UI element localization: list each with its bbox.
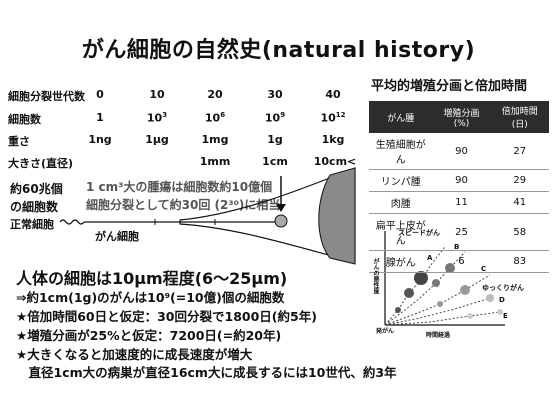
mini-chart-xlabel: 時間経過: [426, 332, 451, 339]
speed-slow-label: ゆっくりがん: [482, 284, 524, 292]
table-row: リンパ腫 90 29: [369, 169, 549, 192]
series-label-B: B: [454, 243, 460, 251]
tumor-note-line1: 1 cm³大の腫瘍は細胞数約10億個: [86, 180, 273, 194]
weight-value: 1ng: [88, 133, 112, 146]
series-line-E: [384, 311, 501, 326]
weight-value: 1g: [267, 133, 283, 146]
size-value: 1cm: [262, 155, 288, 168]
normal-cell-wave: [59, 219, 85, 225]
cell-count-value: 1012: [320, 111, 346, 125]
mini-chart-ylabel: がんの悪性度: [372, 258, 379, 294]
bottom-line: ★増殖分画が25%と仮定：7200日(=約20年): [16, 328, 282, 343]
series-line-A: [384, 246, 446, 326]
series-line-B: [384, 251, 466, 326]
series-label-A: A: [427, 254, 433, 262]
size-value: 10cm<: [313, 155, 357, 168]
generation-value: 40: [325, 88, 341, 101]
table-row: 生殖細胞がん 90 27: [369, 133, 549, 170]
rate-table-title: 平均的増殖分画と倍加時間: [371, 79, 528, 94]
row-label-size: 大きさ(直径): [8, 157, 74, 170]
cell-count-value: 109: [264, 111, 286, 125]
generation-value: 0: [96, 88, 104, 101]
rate-table-header: がん腫 増殖分画 (%) 倍加時間 (日): [369, 101, 549, 133]
mini-chart-origin: 発がん: [376, 328, 395, 335]
bottom-line: ★大きくなると加速度的に成長速度が増大: [16, 347, 253, 362]
total-cells-label: 約60兆個: [10, 182, 63, 196]
size-value: 1mm: [199, 155, 231, 168]
weight-value: 1μg: [145, 133, 169, 146]
header-cancer-type: がん腫: [369, 101, 433, 133]
series-line-C: [384, 274, 491, 326]
table-row: 扁平上皮がん 25 58: [369, 213, 549, 251]
row-label-weight: 重さ: [8, 135, 30, 148]
bottom-line: 直径1cm大の病巣が直径16cm大に成長するには10世代、約3年: [16, 365, 397, 380]
cell-count-value: 1: [96, 111, 104, 124]
header-growth-fraction: 増殖分画 (%): [432, 101, 491, 133]
bottom-line: ★倍加時間60日と仮定：30回分裂で1800日(約5年): [16, 309, 317, 324]
bottom-line: ⇒約1cm(1g)のがんは10⁹(=10億)個の細胞数: [16, 290, 285, 305]
series-label-D: D: [499, 296, 505, 304]
cancer-cell-label: がん細胞: [95, 230, 139, 243]
bottom-heading: 人体の細胞は10μm程度(6～25μm): [16, 269, 288, 288]
normal-cell-label: 正常細胞: [10, 218, 54, 231]
table-row: 肉腫 11 41: [369, 191, 549, 214]
row-label-generations: 細胞分裂世代数: [8, 90, 85, 103]
table-row: 腺がん 6 83: [369, 250, 549, 273]
series-label-C: C: [481, 265, 487, 273]
tumor-mass: [318, 167, 356, 265]
speed-fast-label: スピードがん: [398, 229, 440, 237]
rate-table: がん腫 増殖分画 (%) 倍加時間 (日) 生殖細胞がん 90 27 リンパ腫 …: [369, 101, 549, 273]
cell-count-value: 106: [204, 111, 226, 125]
weight-value: 1mg: [201, 133, 229, 146]
generation-value: 30: [267, 88, 283, 101]
weight-value: 1kg: [321, 133, 345, 146]
series-label-E: E: [503, 312, 508, 320]
header-doubling-time: 倍加時間 (日): [490, 101, 549, 133]
total-cells-label-2: の細胞数: [10, 200, 59, 214]
series-line-D: [384, 297, 491, 326]
tumor-note-line2: 細胞分裂として約30回 (2³⁰)に相当: [86, 198, 281, 212]
cell-count-value: 103: [146, 111, 168, 125]
generation-value: 20: [207, 88, 223, 101]
generation-value: 10: [149, 88, 165, 101]
slide-title: がん細胞の自然史(natural history): [81, 38, 476, 63]
row-label-cell-count: 細胞数: [8, 113, 41, 126]
one-cm-tumor: [274, 214, 288, 228]
